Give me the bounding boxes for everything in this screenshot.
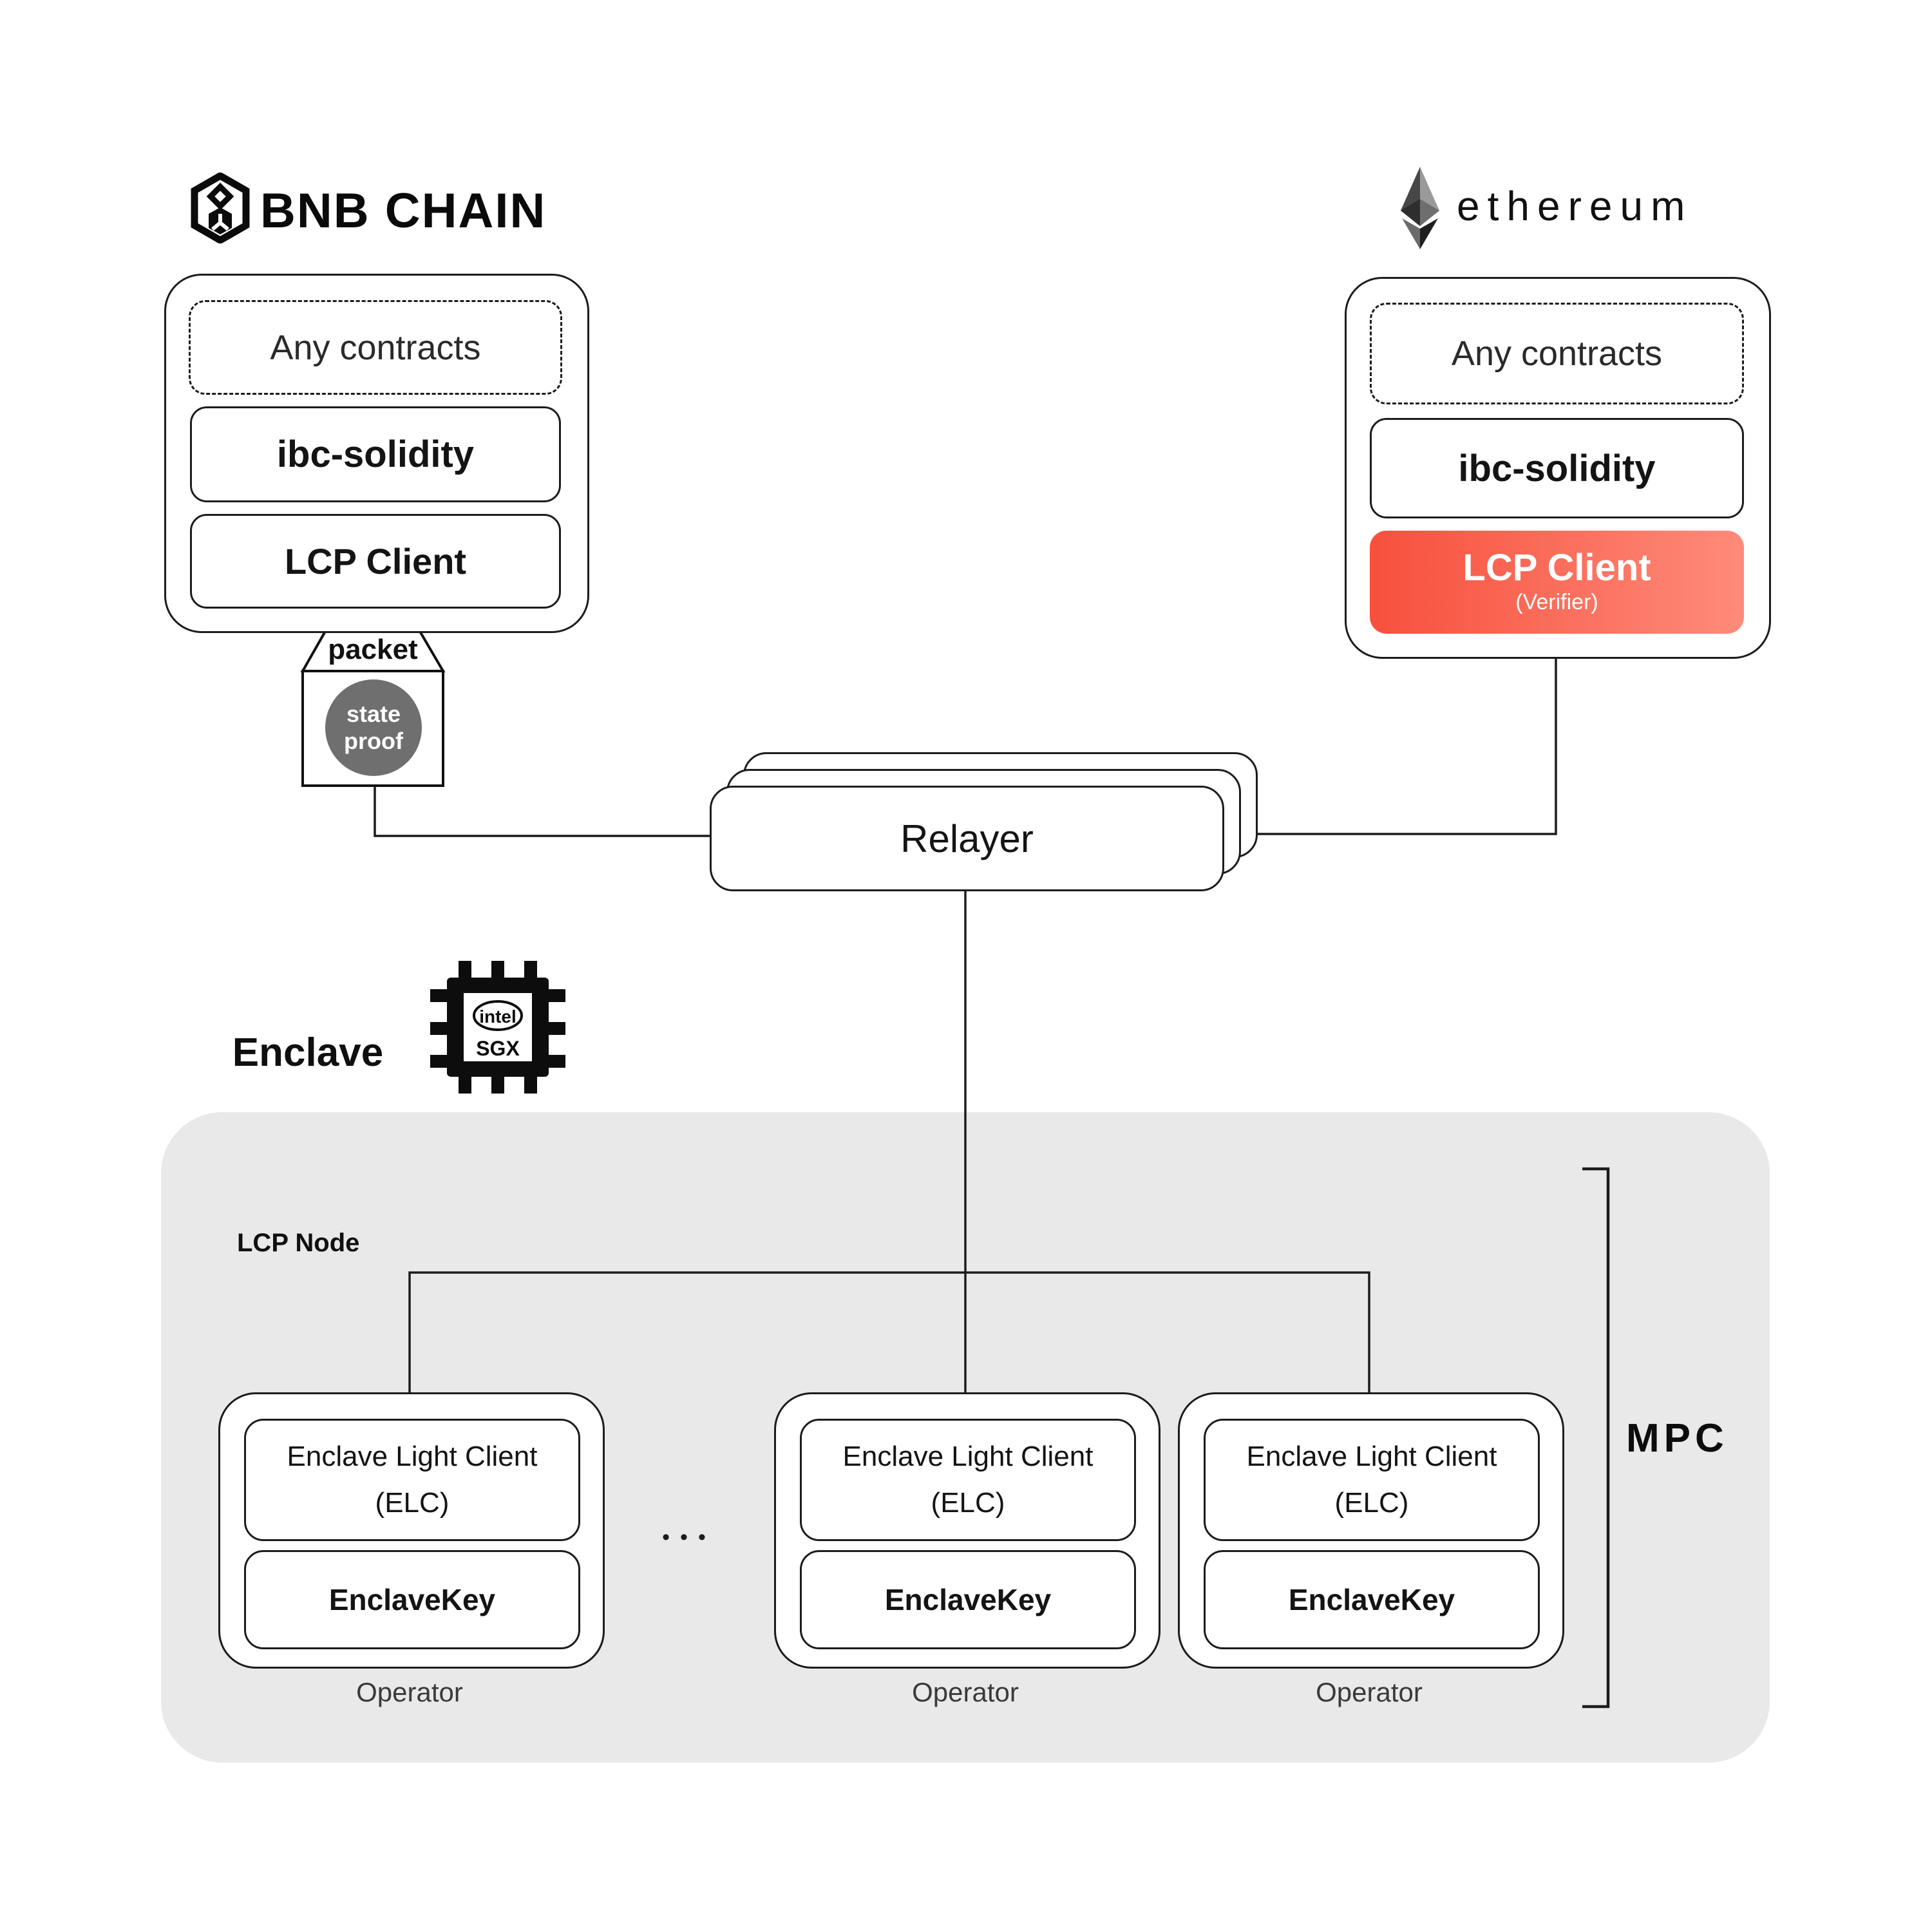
operator1-elc-line1: Enclave Light Client [287, 1441, 538, 1472]
operator1-label: Operator [356, 1677, 463, 1707]
bnb-ibc-solidity-label: ibc-solidity [276, 433, 475, 475]
operators-ellipsis: ••• [662, 1524, 716, 1549]
operator1-enclavekey-box: EnclaveKey [244, 1550, 580, 1649]
ethereum-any-contracts-label: Any contracts [1451, 334, 1663, 373]
ethereum-logo-icon [1401, 167, 1439, 249]
ethereum-lcp-client-box: LCP Client (Verifier) [1370, 531, 1744, 634]
operator-box-1: Enclave Light Client (ELC) EnclaveKey [218, 1392, 605, 1669]
connector-ethereum-to-relayer [1254, 655, 1557, 835]
chip-sgx-label: SGX [476, 1037, 520, 1060]
bnb-chain-wordmark: BNB CHAIN [260, 184, 547, 238]
operator3-elc-line1: Enclave Light Client [1246, 1441, 1497, 1472]
operator1-enclavekey-label: EnclaveKey [328, 1583, 496, 1616]
operator3-enclavekey-label: EnclaveKey [1288, 1583, 1455, 1616]
chip-intel-label: intel [479, 1007, 516, 1027]
bnb-any-contracts-box: Any contracts [189, 300, 562, 395]
operator3-elc-line2: (ELC) [1334, 1487, 1409, 1519]
state-proof-line1: state [346, 701, 401, 727]
bnb-chain-box: Any contracts ibc-solidity LCP Client [164, 274, 589, 633]
operator2-elc-line1: Enclave Light Client [842, 1441, 1094, 1472]
operator3-elc-box: Enclave Light Client (ELC) [1204, 1419, 1540, 1541]
operator1-elc-box: Enclave Light Client (ELC) [244, 1419, 580, 1541]
operator2-elc-line2: (ELC) [931, 1487, 1005, 1519]
mpc-label: MPC [1626, 1416, 1728, 1461]
ethereum-lcp-client-label: LCP Client [1463, 547, 1651, 589]
relayer-label: Relayer [900, 817, 1034, 860]
lcp-node-label: LCP Node [237, 1229, 360, 1257]
bnb-ibc-solidity-box: ibc-solidity [190, 406, 561, 502]
state-proof-line2: proof [344, 728, 403, 754]
bnb-lcp-client-label: LCP Client [284, 541, 467, 582]
bnb-lcp-client-box: LCP Client [190, 514, 561, 609]
packet-label: packet [328, 634, 418, 665]
operator-box-2: Enclave Light Client (ELC) EnclaveKey [774, 1392, 1160, 1669]
ethereum-any-contracts-box: Any contracts [1370, 303, 1744, 404]
operator2-enclavekey-box: EnclaveKey [800, 1550, 1136, 1649]
ethereum-ibc-solidity-box: ibc-solidity [1370, 418, 1744, 518]
operator3-enclavekey-box: EnclaveKey [1204, 1550, 1540, 1649]
enclave-label: Enclave [232, 1030, 384, 1075]
operator3-label: Operator [1316, 1677, 1423, 1707]
ethereum-ibc-solidity-label: ibc-solidity [1458, 447, 1656, 489]
operator-box-3: Enclave Light Client (ELC) EnclaveKey [1178, 1392, 1564, 1669]
relayer-box: Relayer [710, 786, 1224, 891]
bnb-chain-logo-icon [191, 173, 250, 243]
operator2-label: Operator [912, 1677, 1019, 1707]
operator1-elc-line2: (ELC) [375, 1487, 450, 1519]
ethereum-lcp-verifier-label: (Verifier) [1515, 590, 1598, 614]
connector-operator-bus [408, 1271, 1370, 1392]
connector-bnb-to-relayer [374, 786, 710, 837]
mpc-bracket [1582, 1167, 1610, 1709]
intel-sgx-chip-icon: intel SGX [430, 961, 565, 1094]
operator2-enclavekey-label: EnclaveKey [884, 1583, 1052, 1616]
operator2-elc-box: Enclave Light Client (ELC) [800, 1419, 1136, 1541]
bnb-any-contracts-label: Any contracts [270, 328, 481, 367]
ethereum-wordmark: ethereum [1457, 183, 1693, 229]
ethereum-box: Any contracts ibc-solidity LCP Client (V… [1345, 277, 1771, 659]
state-proof-badge: state proof [325, 679, 422, 776]
